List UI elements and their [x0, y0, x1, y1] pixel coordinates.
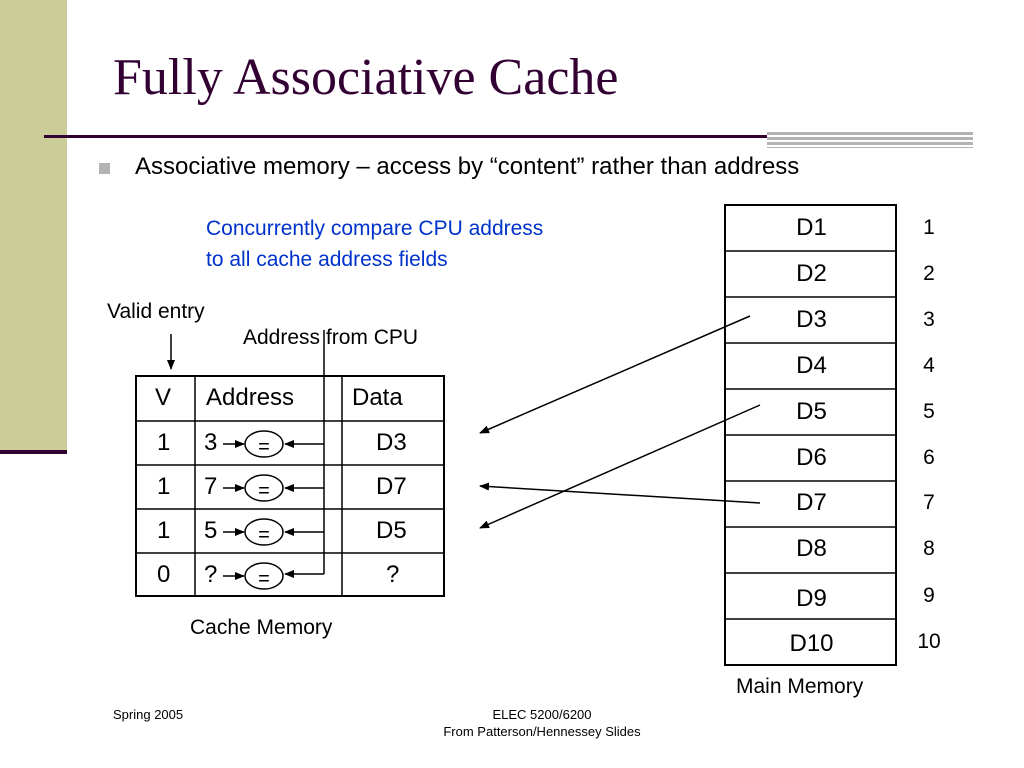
- memory-index-5: 5: [923, 400, 935, 423]
- memory-index-7: 7: [923, 491, 935, 514]
- cache-row-1-address: 3: [204, 429, 218, 456]
- footer-course-line-1: ELEC 5200/6200: [492, 707, 592, 722]
- cache-row-3-valid: 1: [157, 517, 171, 544]
- cache-table-border: [135, 375, 445, 597]
- bullet-text: Associative memory – access by “content”…: [135, 153, 800, 180]
- compare-note-line-1: Concurrently compare CPU address: [206, 217, 544, 240]
- cache-header-data: Data: [352, 384, 403, 411]
- footer-date: Spring 2005: [113, 707, 184, 722]
- main-memory-label: Main Memory: [736, 675, 864, 698]
- cache-row-3-address: 5: [204, 517, 218, 544]
- memory-cell-d10: D10: [789, 630, 834, 657]
- comparator-equals: =: [258, 436, 270, 458]
- compare-note-line-2: to all cache address fields: [206, 248, 448, 271]
- cache-header-valid: V: [155, 384, 172, 411]
- comparator-circle: [244, 430, 284, 458]
- cache-row-2-valid: 1: [157, 473, 171, 500]
- cache-row-4-data: ?: [386, 561, 400, 588]
- valid-entry-label: Valid entry: [107, 300, 205, 323]
- comparator-circle: [244, 562, 284, 590]
- d3-to-cache-arrow: [479, 315, 751, 434]
- cache-row-2-data: D7: [376, 473, 407, 500]
- footer-course-line-2: From Patterson/Hennessey Slides: [443, 724, 641, 739]
- memory-cell-d8: D8: [796, 535, 827, 562]
- cache-row-4-valid: 0: [157, 561, 171, 588]
- memory-index-6: 6: [923, 446, 935, 469]
- memory-cell-d1: D1: [796, 214, 827, 241]
- cache-header-address: Address: [206, 384, 295, 411]
- memory-cell-d6: D6: [796, 444, 827, 471]
- comparator-circle: [244, 474, 284, 502]
- cache-row-2-address: 7: [204, 473, 218, 500]
- title-rule: [44, 135, 767, 138]
- memory-index-3: 3: [923, 308, 935, 331]
- memory-index-9: 9: [923, 584, 935, 607]
- memory-cell-d4: D4: [796, 352, 827, 379]
- sidebar-bottom-rule: [0, 450, 67, 454]
- memory-cell-d9: D9: [796, 585, 827, 612]
- comparator-equals: =: [258, 524, 270, 546]
- title-decoration: [767, 132, 973, 148]
- d5-to-cache-arrow: [479, 404, 761, 529]
- memory-index-4: 4: [923, 354, 935, 377]
- memory-cell-d3: D3: [796, 306, 827, 333]
- memory-index-1: 1: [923, 216, 935, 239]
- cache-memory-label: Cache Memory: [190, 616, 333, 639]
- comparator-equals: =: [258, 480, 270, 502]
- comparator-circle: [244, 518, 284, 546]
- memory-index-10: 10: [917, 630, 941, 653]
- cache-row-3-data: D5: [376, 517, 407, 544]
- footer-course: ELEC 5200/6200 From Patterson/Hennessey …: [400, 706, 684, 740]
- d7-to-cache-arrow: [479, 482, 761, 504]
- cache-row-1-valid: 1: [157, 429, 171, 456]
- memory-index-8: 8: [923, 537, 935, 560]
- cache-row-4-address: ?: [204, 561, 218, 588]
- address-from-cpu-label: Address from CPU: [243, 326, 419, 349]
- cache-row-1-data: D3: [376, 429, 407, 456]
- bullet-square-icon: [99, 163, 110, 174]
- memory-cell-d7: D7: [796, 489, 827, 516]
- compare-note: Concurrently compare CPU address to all …: [206, 213, 543, 275]
- memory-cell-d5: D5: [796, 398, 827, 425]
- sidebar-decoration: [0, 0, 67, 450]
- comparator-equals: =: [258, 568, 270, 590]
- memory-cell-d2: D2: [796, 260, 827, 287]
- memory-index-2: 2: [923, 262, 935, 285]
- slide-title: Fully Associative Cache: [113, 49, 619, 106]
